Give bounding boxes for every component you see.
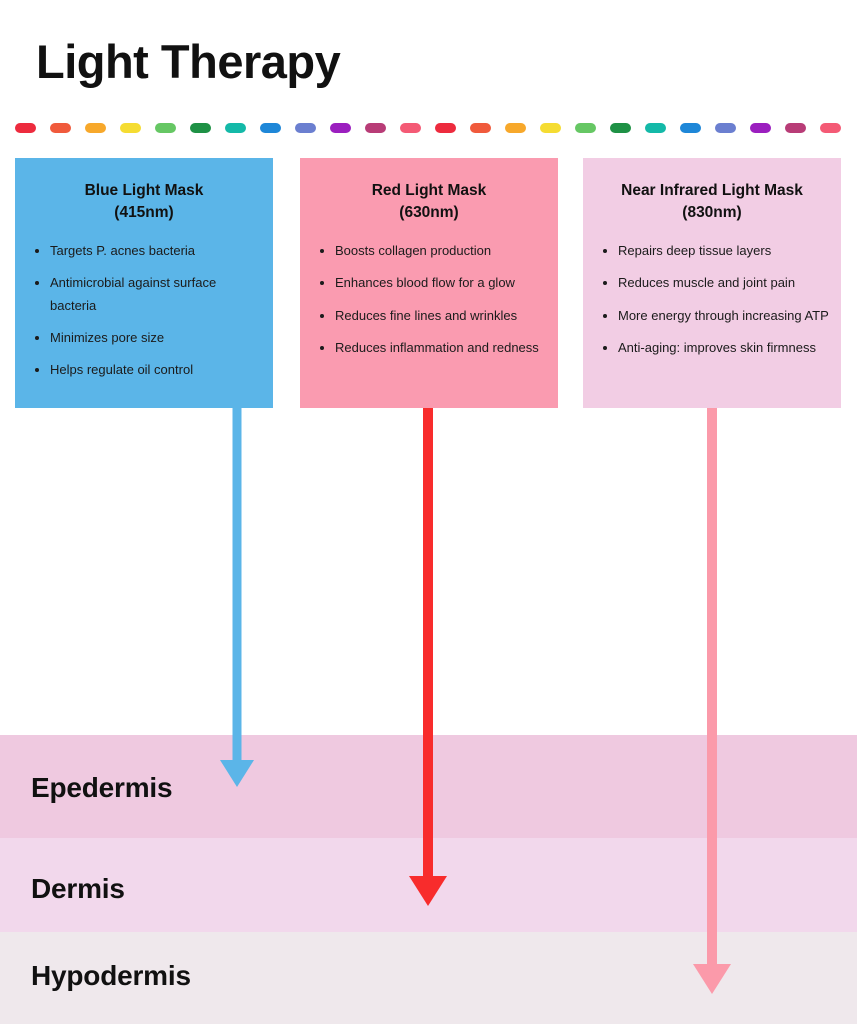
divider-dot bbox=[50, 123, 71, 133]
arrow-head bbox=[220, 760, 254, 787]
skin-label-dermis: Dermis bbox=[31, 873, 125, 904]
card-bullet-item: Boosts collagen production bbox=[318, 240, 550, 262]
card-bullet-item: Repairs deep tissue layers bbox=[601, 240, 833, 262]
card-bullet-item: Minimizes pore size bbox=[33, 327, 265, 349]
card-bullet-item: Reduces inflammation and redness bbox=[318, 337, 550, 359]
arrow-head bbox=[693, 964, 731, 994]
divider-dot bbox=[225, 123, 246, 133]
arrow-shaft bbox=[423, 408, 433, 876]
card-bullet-item: Targets P. acnes bacteria bbox=[33, 240, 265, 262]
red-arrow-to-dermis bbox=[409, 408, 447, 906]
divider-dot bbox=[260, 123, 281, 133]
divider-dot bbox=[680, 123, 701, 133]
card-bullet-item: More energy through increasing ATP bbox=[601, 305, 833, 327]
divider-dot bbox=[155, 123, 176, 133]
divider-dot bbox=[190, 123, 211, 133]
card-red-light-mask[interactable]: Red Light Mask (630nm) Boosts collagen p… bbox=[300, 158, 558, 408]
divider-dot bbox=[330, 123, 351, 133]
arrow-head bbox=[409, 876, 447, 906]
divider-dot bbox=[400, 123, 421, 133]
card-title-line1-blue: Blue Light Mask bbox=[84, 182, 204, 199]
divider-dot bbox=[470, 123, 491, 133]
divider-dot bbox=[645, 123, 666, 133]
divider-dot bbox=[785, 123, 806, 133]
card-near-infrared-light-mask[interactable]: Near Infrared Light Mask (830nm) Repairs… bbox=[583, 158, 841, 408]
card-bullet-item: Anti-aging: improves skin firmness bbox=[601, 337, 833, 359]
skin-label-hypodermis: Hypodermis bbox=[31, 960, 191, 991]
arrow-shaft bbox=[232, 408, 242, 760]
card-title-line2-infrared: (830nm) bbox=[682, 204, 742, 222]
card-title-line1-red: Red Light Mask bbox=[371, 182, 487, 199]
divider-dot bbox=[505, 123, 526, 133]
divider-dot bbox=[120, 123, 141, 133]
divider-dot bbox=[750, 123, 771, 133]
card-blue-light-mask[interactable]: Blue Light Mask (415nm) Targets P. acnes… bbox=[15, 158, 273, 408]
rainbow-dot-divider bbox=[15, 122, 842, 136]
card-bullet-item: Reduces muscle and joint pain bbox=[601, 272, 833, 294]
divider-dot bbox=[365, 123, 386, 133]
divider-dot bbox=[15, 123, 36, 133]
skin-label-epidermis: Epedermis bbox=[31, 772, 173, 803]
card-bullet-item: Helps regulate oil control bbox=[33, 359, 265, 381]
divider-dot bbox=[715, 123, 736, 133]
divider-dot bbox=[575, 123, 596, 133]
divider-dot bbox=[820, 123, 841, 133]
card-title-blue: Blue Light Mask (415nm) bbox=[15, 180, 273, 225]
divider-dot bbox=[540, 123, 561, 133]
card-bullet-item: Antimicrobial against surface bacteria bbox=[33, 272, 265, 317]
card-bullet-item: Reduces fine lines and wrinkles bbox=[318, 305, 550, 327]
divider-dot bbox=[85, 123, 106, 133]
card-title-red: Red Light Mask (630nm) bbox=[300, 180, 558, 225]
infrared-arrow-to-hypodermis bbox=[693, 408, 731, 994]
card-title-line2-red: (630nm) bbox=[399, 204, 459, 222]
blue-arrow-to-epidermis bbox=[220, 408, 254, 787]
divider-dot bbox=[610, 123, 631, 133]
page-title: Light Therapy bbox=[36, 35, 341, 88]
card-bullet-item: Enhances blood flow for a glow bbox=[318, 272, 550, 294]
divider-dot bbox=[435, 123, 456, 133]
card-title-infrared: Near Infrared Light Mask (830nm) bbox=[583, 180, 841, 225]
arrow-shaft bbox=[707, 408, 717, 964]
card-title-line2-blue: (415nm) bbox=[114, 204, 174, 222]
divider-dot bbox=[295, 123, 316, 133]
card-title-line1-infrared: Near Infrared Light Mask bbox=[621, 182, 803, 199]
